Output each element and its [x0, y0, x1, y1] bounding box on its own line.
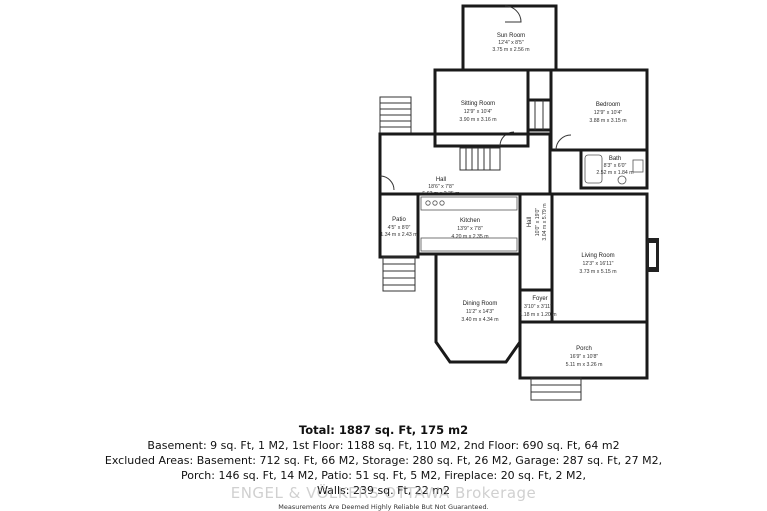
room-name: Patio — [392, 217, 406, 223]
dining-room: Dining Room 11'2" x 14'3" 3.40 m x 4.34 … — [434, 252, 522, 364]
room-dim-imperial: 10'0" x 19'0" — [535, 208, 541, 237]
closets — [526, 98, 553, 132]
room-dim-imperial: 18'6" x 7'8" — [428, 184, 454, 190]
room-dim-imperial: 12'9" x 10'4" — [464, 109, 493, 115]
area-breakdown: Basement: 9 sq. Ft, 1 M2, 1st Floor: 118… — [147, 439, 620, 452]
kitchen: Kitchen 13'9" x 7'8" 4.20 m x 2.35 m — [416, 192, 522, 256]
room-dim-metric: 3.73 m x 5.15 m — [579, 269, 616, 275]
brokerage-watermark: ENGEL & VÖLKERS OTTAWA Brokerage — [230, 484, 537, 502]
room-name: Bath — [609, 156, 621, 162]
room-name: Living Room — [581, 253, 614, 259]
room-dim-imperial: 13'9" x 7'8" — [457, 226, 483, 232]
room-name: Foyer — [532, 296, 547, 302]
room-dim-imperial: 12'9" x 10'4" — [594, 110, 623, 116]
room-dim-metric: 3.04 m x 5.79 m — [542, 203, 548, 240]
room-name: Hall — [527, 217, 533, 227]
foyer: Foyer 3'10" x 3'11" 1.18 m x 1.20 m — [518, 288, 557, 324]
room-name: Dining Room — [463, 301, 498, 307]
hall-upper: Hall 18'6" x 7'8" 5.63 m x 2.35 m — [378, 132, 552, 197]
room-dim-metric: 3.75 m x 2.56 m — [492, 47, 529, 53]
room-dim-metric: 2.52 m x 1.84 m — [596, 170, 633, 176]
excluded-areas: Excluded Areas: Basement: 712 sq. Ft, 66… — [104, 454, 663, 467]
room-dim-imperial: 16'9" x 10'8" — [570, 354, 599, 360]
room-name: Hall — [436, 177, 446, 183]
room-dim-metric: 5.11 m x 3.26 m — [566, 362, 603, 368]
room-dim-imperial: 3'10" x 3'11" — [524, 304, 552, 310]
room-dim-metric: 3.88 m x 3.15 m — [589, 118, 626, 124]
room-name: Bedroom — [596, 102, 620, 108]
total-area: Total: 1887 sq. Ft, 175 m2 — [298, 423, 469, 437]
room-dim-metric: 3.90 m x 3.16 m — [459, 117, 496, 123]
room-name: Sitting Room — [461, 101, 495, 107]
bedroom: Bedroom 12'9" x 10'4" 3.88 m x 3.15 m — [549, 68, 649, 152]
exterior-stairs — [379, 96, 412, 135]
room-dim-metric: 1.34 m x 2.43 m — [380, 232, 417, 238]
room-name: Porch — [576, 346, 592, 352]
patio: Patio 4'5" x 8'0" 1.34 m x 2.43 m — [378, 192, 420, 292]
porch: Porch 16'9" x 10'8" 5.11 m x 3.26 m — [518, 320, 649, 401]
room-dim-imperial: 11'2" x 14'3" — [466, 309, 494, 315]
disclaimer: Measurements Are Deemed Highly Reliable … — [278, 503, 489, 511]
hall-center: Hall 10'0" x 19'0" 3.04 m x 5.79 m — [518, 192, 554, 324]
living-room: Living Room 12'3" x 16'11" 3.73 m x 5.15… — [550, 192, 659, 324]
room-dim-imperial: 12'4" x 8'5" — [498, 40, 524, 46]
floor-plan: Sun Room 12'4" x 8'5" 3.75 m x 2.56 m Si… — [378, 4, 659, 401]
room-dim-imperial: 12'3" x 16'11" — [583, 261, 614, 267]
excluded-areas-cont: Porch: 146 sq. Ft, 14 M2, Patio: 51 sq. … — [180, 469, 587, 482]
walls-area: Walls: 239 sq. Ft, 22 m2 — [317, 484, 450, 497]
room-name: Sun Room — [497, 33, 525, 39]
room-dim-metric: 4.20 m x 2.35 m — [451, 234, 488, 240]
room-dim-imperial: 4'5" x 8'0" — [388, 225, 411, 231]
bath: Bath 8'3" x 6'0" 2.52 m x 1.84 m — [579, 148, 649, 190]
room-dim-metric: 1.18 m x 1.20 m — [519, 312, 556, 318]
sun-room: Sun Room 12'4" x 8'5" 3.75 m x 2.56 m — [461, 4, 558, 72]
room-dim-imperial: 8'3" x 6'0" — [604, 163, 627, 169]
room-dim-metric: 3.40 m x 4.34 m — [461, 317, 498, 323]
room-name: Kitchen — [460, 218, 480, 224]
